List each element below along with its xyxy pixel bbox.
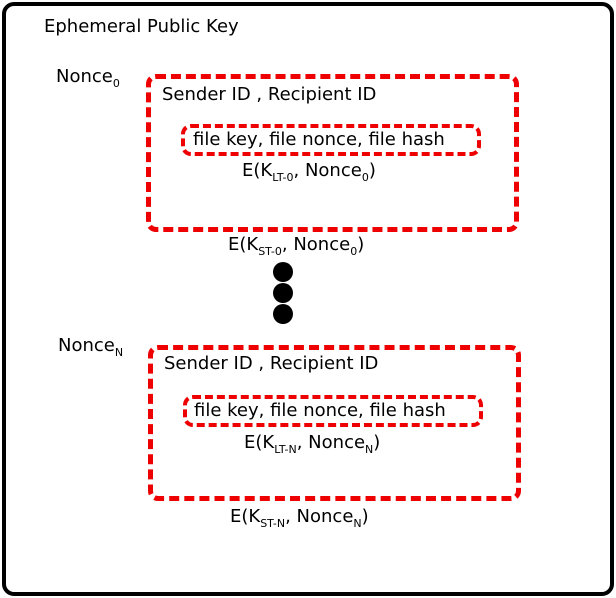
st-n-nonce: , Nonce — [285, 506, 354, 527]
nonce-0-subscript: 0 — [112, 77, 120, 90]
nonce-n-subscript: N — [114, 346, 124, 359]
block-0-lt-encryption: E(KLT-0, Nonce0) — [242, 160, 376, 184]
lt-n-prefix: E(K — [244, 432, 275, 453]
ellipsis-dot — [273, 262, 293, 282]
st-0-suffix: ) — [357, 234, 365, 255]
lt-n-suffix: ) — [373, 432, 381, 453]
block-0-ids: Sender ID , Recipient ID — [162, 84, 377, 105]
st-0-prefix: E(K — [228, 234, 259, 255]
st-0-nonce: , Nonce — [281, 234, 351, 255]
block-n-lt-encryption: E(KLT-N, NonceN) — [244, 432, 380, 456]
lt-0-key-subscript: LT-0 — [272, 171, 294, 184]
nonce-0-label: Nonce0 — [56, 66, 120, 90]
ellipsis-dot — [273, 283, 293, 303]
st-n-prefix: E(K — [230, 506, 261, 527]
st-n-nonce-subscript: N — [353, 517, 362, 530]
lt-0-suffix: ) — [368, 160, 376, 181]
block-0-file-fields: file key, file nonce, file hash — [193, 129, 445, 150]
nonce-n-text: Nonce — [58, 335, 115, 356]
message-block-0 — [146, 74, 519, 232]
message-block-n — [148, 345, 521, 501]
lt-0-nonce: , Nonce — [293, 160, 362, 181]
st-0-key-subscript: ST-0 — [258, 245, 282, 258]
block-n-st-encryption: E(KST-N, NonceN) — [230, 506, 369, 530]
lt-0-nonce-subscript: 0 — [361, 171, 369, 184]
file-fields-box-n — [183, 395, 483, 427]
block-0-st-encryption: E(KST-0, Nonce0) — [228, 234, 364, 258]
lt-0-prefix: E(K — [242, 160, 273, 181]
st-n-key-subscript: ST-N — [260, 517, 286, 530]
nonce-0-text: Nonce — [56, 66, 113, 87]
ellipsis-dot — [273, 304, 293, 324]
nonce-n-label: NonceN — [58, 335, 123, 359]
lt-n-nonce: , Nonce — [296, 432, 366, 453]
block-n-file-fields: file key, file nonce, file hash — [194, 400, 446, 421]
lt-n-nonce-subscript: N — [365, 443, 374, 456]
block-n-ids: Sender ID , Recipient ID — [164, 353, 379, 374]
diagram-title: Ephemeral Public Key — [44, 16, 239, 37]
st-0-nonce-subscript: 0 — [350, 245, 358, 258]
lt-n-key-subscript: LT-N — [274, 443, 297, 456]
file-fields-box-0 — [181, 124, 481, 156]
st-n-suffix: ) — [361, 506, 369, 527]
